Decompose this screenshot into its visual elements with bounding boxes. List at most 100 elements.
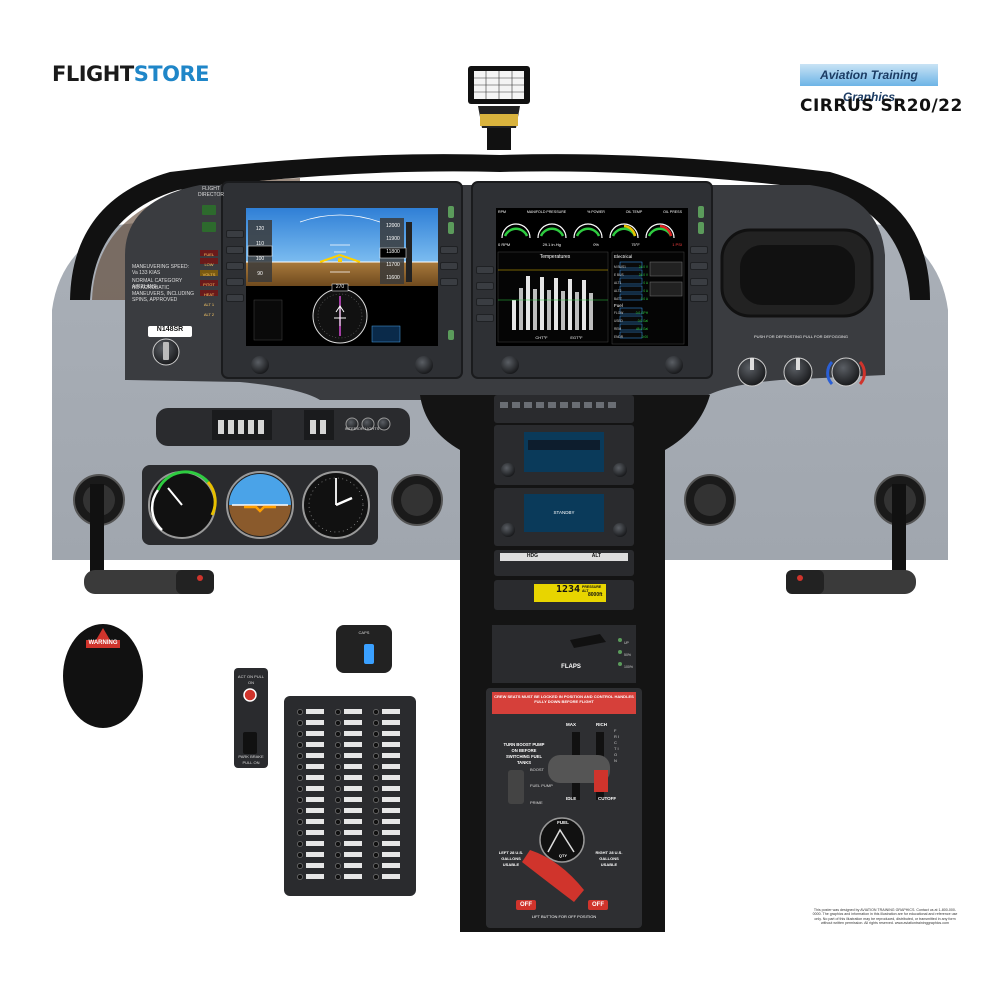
airspeed-tape: 120 110 100 90 <box>249 222 271 282</box>
annunciator-labels: FUEL LOW VOLTS PITOT HEAT ALT 1 ALT 2 <box>200 250 218 320</box>
mfd-softkey[interactable] <box>476 282 494 290</box>
fuel-selector <box>522 817 585 902</box>
ias-tick: 90 <box>257 271 263 277</box>
throttle-idle-label: IDLE <box>566 796 577 801</box>
pfd-softkey[interactable] <box>226 246 244 254</box>
ap-hdg-label: HDG <box>526 553 538 559</box>
fan-knob[interactable] <box>738 358 766 386</box>
alt-tick: 11800 <box>386 249 400 255</box>
off-right-badge: OFF <box>588 900 608 910</box>
no-acrobatic-placard: NO ACROBATIC MANEUVERS, INCLUDING SPINS,… <box>132 285 194 303</box>
gauge-title-oil-temp: OIL TEMP <box>625 210 643 214</box>
heading-readout: 270 <box>335 284 345 290</box>
boost-switch <box>508 770 524 804</box>
flap-lever[interactable] <box>570 634 606 648</box>
elt-panel <box>234 668 268 768</box>
ias-tick: 110 <box>256 241 264 247</box>
gauge-value-power: 0% <box>593 242 599 247</box>
mixture-handle[interactable] <box>594 770 608 792</box>
light-switches[interactable] <box>304 410 334 440</box>
throttle-max-label: MAX <box>566 722 576 727</box>
parking-brake-label: PARK BRAKE PULL ON <box>238 754 264 765</box>
left-tank-label: LEFT 28 U.S. GALLONS USABLE <box>498 850 524 867</box>
alt-tick: 11700 <box>386 262 400 268</box>
parking-brake-handle[interactable] <box>243 732 257 754</box>
mfd-softkey[interactable] <box>690 262 708 270</box>
pfd-softkey[interactable] <box>440 246 458 254</box>
caps-label: CAPS <box>358 630 370 635</box>
pfd-softkey[interactable] <box>226 278 244 286</box>
egt-label: EGT°F <box>570 335 583 340</box>
gauge-value-rpm: 0 RPM <box>498 242 511 247</box>
pfd-left-knob[interactable] <box>251 356 269 374</box>
cht-label: CHT°F <box>535 335 548 340</box>
flaps-label: FLAPS <box>561 664 581 670</box>
pfd-softkey[interactable] <box>226 294 244 302</box>
mfd-softkey[interactable] <box>690 294 708 302</box>
mfd-left-knob[interactable] <box>501 356 519 374</box>
pfd-right-knob[interactable] <box>415 356 433 374</box>
flap-50-label: 50% <box>624 653 632 657</box>
transponder-mode: PRESSURE ALT <box>582 585 602 593</box>
gauge-title-rpm: RPM <box>498 210 506 214</box>
air-distribution-knob[interactable] <box>784 358 812 386</box>
flap-100-label: 100% <box>624 665 633 669</box>
mfd-softkey[interactable] <box>476 266 494 274</box>
mfd-softkey[interactable] <box>476 314 494 322</box>
ap-alt-label: ALT <box>591 553 602 559</box>
right-tank-label: RIGHT 28 U.S. GALLONS USABLE <box>595 850 623 867</box>
left-sidestick <box>84 484 214 594</box>
gauge-title-power: % POWER <box>587 210 605 214</box>
flap-up-label: UP <box>624 641 629 645</box>
gauge-title-oil-press: OIL PRESS <box>663 210 682 214</box>
alt-tick: 11600 <box>386 275 400 281</box>
boost-label: BOOST <box>530 767 545 772</box>
altitude-tape: 12000 11900 11800 11700 11600 <box>381 220 405 285</box>
gauge-value-oil-temp: 75°F <box>631 242 640 247</box>
mfd-softkey[interactable] <box>690 246 708 254</box>
master-switches[interactable] <box>212 410 272 440</box>
audio-panel <box>494 395 634 423</box>
brand-flight-text: FLIGHT <box>52 62 134 86</box>
boost-pump-switch[interactable] <box>508 770 524 804</box>
caps-pull-handle[interactable] <box>364 644 374 664</box>
maneuvering-speed-placard: MANEUVERING SPEED: Va 133 KIAS <box>132 264 189 276</box>
air-vent-right-inner <box>684 474 736 526</box>
temp-axis-labels: CHT°F EGT°F <box>524 335 594 340</box>
alt-tick: 11900 <box>386 236 400 242</box>
defrost-placard: PUSH FOR DEFROSTING PULL FOR DEFOGGING <box>753 334 849 339</box>
mfd-softkey[interactable] <box>476 298 494 306</box>
annunciator-fuel: FUEL <box>203 252 215 257</box>
pfd-softkey[interactable] <box>226 230 244 238</box>
mfd-softkey[interactable] <box>690 278 708 286</box>
ias-tick: 100 <box>255 256 265 262</box>
mfd-right-knob[interactable] <box>665 356 683 374</box>
engine-gauge-values: 0 RPM 29.1 in.Hg 0% 75°F 1 PSI <box>498 242 682 247</box>
ias-tick: 120 <box>255 226 265 232</box>
elt-label: ACT ON PULL ON <box>237 674 265 685</box>
transponder-code: 1234 <box>556 584 581 595</box>
elt-button[interactable] <box>244 689 256 701</box>
climate-knobs <box>737 357 866 387</box>
annunciator-alt1: ALT 1 <box>203 302 215 307</box>
ignition-switch[interactable] <box>153 339 179 365</box>
boost-pump-placard: TURN BOOST PUMP ON BEFORE SWITCHING FUEL… <box>503 742 545 765</box>
fuel-pump-label: FUEL PUMP <box>530 783 553 788</box>
electrical-title: Electrical <box>614 254 633 259</box>
gauge-value-oil-press: 1 PSI <box>672 242 682 247</box>
pfd-softkey[interactable] <box>226 262 244 270</box>
right-sidestick <box>786 484 916 594</box>
flap-positions: UP 50% 100% <box>624 637 638 673</box>
pfd-softkey[interactable] <box>440 278 458 286</box>
temperature-knob[interactable] <box>832 358 860 386</box>
mixture-cutoff-label: CUTOFF <box>598 796 617 801</box>
friction-label: F R I C T I O N <box>614 728 620 763</box>
interior-lights-label: INTERIOR LIGHTS <box>344 426 380 431</box>
pfd-softkey[interactable] <box>440 262 458 270</box>
warning-placard <box>63 624 143 728</box>
mixture-lever <box>594 770 608 792</box>
